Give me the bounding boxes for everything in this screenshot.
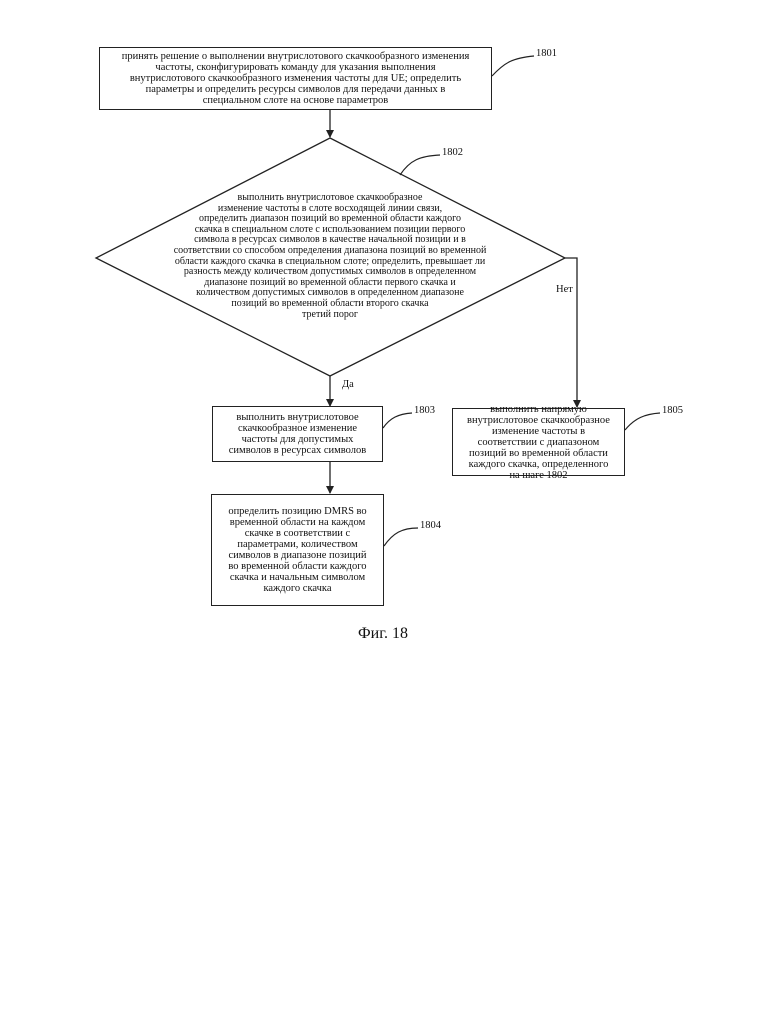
ref-1802: 1802 [442,147,463,158]
arrow-no-to-1805 [565,258,577,407]
branch-no-label: Нет [556,284,573,295]
leader-1805 [625,413,660,430]
ref-1801: 1801 [536,48,557,59]
step-1802-text: выполнить внутрислотовое скачкообразное … [150,193,510,320]
branch-yes-label: Да [342,379,354,390]
leader-1804 [384,528,418,546]
ref-1804: 1804 [420,520,441,531]
step-1805-text: выполнить напрямую внутрислотовое скачко… [467,404,610,481]
leader-1802 [400,155,440,175]
leader-1803 [383,413,412,428]
step-1804-text: определить позицию DMRS во временной обл… [228,506,366,594]
ref-1805: 1805 [662,405,683,416]
step-1801-text: принять решение о выполнении внутрислото… [122,51,470,106]
leader-1801 [492,56,534,76]
figure-caption: Фиг. 18 [358,625,408,643]
step-1803-box: выполнить внутрислотовое скачкообразное … [212,406,383,462]
ref-1803: 1803 [414,405,435,416]
step-1804-box: определить позицию DMRS во временной обл… [211,494,384,606]
step-1801-box: принять решение о выполнении внутрислото… [99,47,492,110]
step-1805-box: выполнить напрямую внутрислотовое скачко… [452,408,625,476]
step-1803-text: выполнить внутрислотовое скачкообразное … [229,412,366,456]
